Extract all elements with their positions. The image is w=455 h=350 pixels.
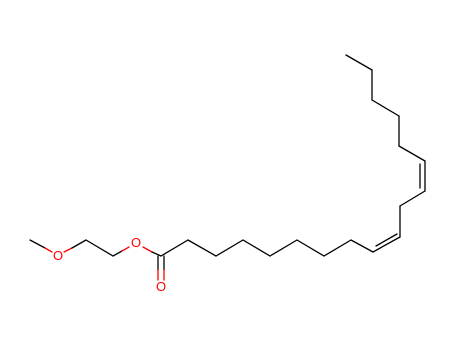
bond-c10-c11: [323, 239, 352, 257]
bond-c12-c13-second: [375, 233, 398, 247]
bond-o2-c4-right: [151, 251, 162, 257]
bond-c1-o1-left: [29, 239, 46, 249]
methoxy-oxygen-atom: O: [53, 248, 63, 263]
bond-c2-c3: [85, 239, 114, 257]
methoxy-oxygen-label: O: [53, 248, 63, 263]
bond-c3-o2-right: [121, 246, 130, 252]
atom-label-layer: O O O: [53, 235, 166, 294]
bond-c14-c15: [399, 190, 426, 207]
bond-c12-c13-main: [372, 236, 401, 253]
bond-o1-c2-right: [71, 239, 87, 249]
bond-o1-c2-left: [63, 247, 73, 253]
bond-c20-c21: [345, 54, 373, 71]
bond-c8-c9: [269, 239, 298, 257]
ester-oxygen-label: O: [131, 235, 141, 250]
bond-c6-c7: [215, 239, 244, 257]
bond-c1-o1-right: [44, 247, 53, 253]
bond-layer: [29, 54, 426, 281]
bond-c5-c6: [187, 239, 217, 257]
bond-c3-o2-left: [112, 250, 123, 257]
ester-oxygen-atom: O: [131, 235, 141, 250]
bond-c16-c17: [398, 145, 426, 162]
carbonyl-oxygen-label: O: [156, 279, 166, 294]
bond-c7-c8: [242, 239, 271, 257]
carbonyl-oxygen-atom: O: [156, 279, 166, 294]
bond-c4-c5: [160, 239, 189, 257]
bond-c9-c10: [296, 239, 325, 257]
bond-c11-c12: [350, 239, 374, 253]
bond-o2-c4-left: [142, 246, 153, 253]
bond-c18-c19: [371, 99, 400, 117]
